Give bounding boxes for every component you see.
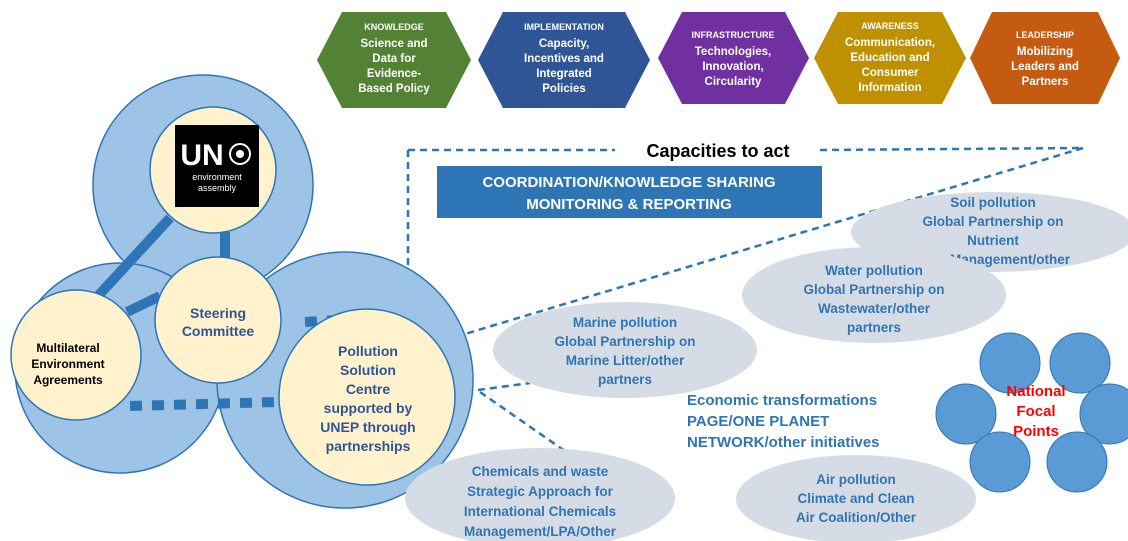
coordination-box: COORDINATION/KNOWLEDGE SHARING MONITORIN…	[437, 166, 822, 218]
svg-text:environment: environment	[192, 172, 242, 182]
circle-steering	[154, 256, 282, 384]
svg-text:Economic transformations: Economic transformations	[687, 392, 877, 409]
svg-text:Capacity,: Capacity,	[539, 38, 589, 50]
svg-text:Technologies,: Technologies,	[695, 46, 771, 58]
svg-text:Management/other: Management/other	[950, 252, 1071, 267]
focal-point-circle	[935, 383, 997, 445]
svg-text:Wastewater/other: Wastewater/other	[818, 301, 931, 316]
svg-text:Information: Information	[858, 82, 921, 94]
hex-knowledge-title: KNOWLEDGE	[364, 22, 424, 32]
circle-mea	[10, 289, 142, 421]
svg-text:NETWORK/other initiatives: NETWORK/other initiatives	[687, 434, 880, 451]
svg-text:Global Partnership on: Global Partnership on	[922, 214, 1063, 229]
svg-text:Consumer: Consumer	[862, 67, 919, 79]
national-focal-points: National Focal Points	[935, 332, 1128, 493]
svg-text:Steering: Steering	[190, 305, 246, 321]
svg-text:Policies: Policies	[542, 83, 585, 95]
ellipse-air-pollution: Air pollution Climate and Clean Air Coal…	[736, 455, 976, 541]
svg-text:Focal: Focal	[1016, 403, 1055, 420]
svg-text:Marine pollution: Marine pollution	[573, 315, 677, 330]
svg-text:Water pollution: Water pollution	[825, 263, 923, 278]
svg-text:Data for: Data for	[372, 53, 416, 65]
svg-text:Mobilizing: Mobilizing	[1017, 46, 1073, 58]
hexagon-awareness: AWARENESS Communication, Education and C…	[814, 12, 966, 104]
svg-text:Centre: Centre	[346, 381, 391, 397]
svg-text:Chemicals and waste: Chemicals and waste	[472, 464, 609, 479]
svg-text:Global Partnership on: Global Partnership on	[554, 334, 695, 349]
ellipse-chemicals-waste: Chemicals and waste Strategic Approach f…	[405, 448, 675, 541]
focal-point-circle	[969, 431, 1031, 493]
ellipse-water-pollution: Water pollution Global Partnership on Wa…	[742, 247, 1006, 343]
svg-text:Partners: Partners	[1022, 76, 1069, 88]
svg-text:Points: Points	[1013, 423, 1059, 440]
capacities-label: Capacities to act	[646, 141, 789, 161]
un-emblem-icon	[229, 143, 251, 165]
svg-text:Nutrient: Nutrient	[967, 233, 1019, 248]
ellipse-marine-pollution: Marine pollution Global Partnership on M…	[493, 302, 757, 398]
svg-text:Climate and Clean: Climate and Clean	[797, 491, 914, 506]
svg-text:COORDINATION/KNOWLEDGE SHARIN: COORDINATION/KNOWLEDGE SHARING	[482, 174, 775, 191]
focal-point-circle	[1049, 332, 1111, 394]
dashed-connectors	[406, 146, 1084, 460]
economic-transformations: Economic transformations PAGE/ONE PLANET…	[687, 392, 880, 451]
svg-text:Pollution: Pollution	[338, 343, 398, 359]
hexagon-leadership: LEADERSHIP Mobilizing Leaders and Partne…	[970, 12, 1120, 104]
svg-text:Air pollution: Air pollution	[816, 472, 895, 487]
svg-text:Incentives and: Incentives and	[524, 53, 604, 65]
svg-text:National: National	[1006, 383, 1065, 400]
hex-infrastructure-title: INFRASTRUCTURE	[692, 30, 775, 40]
svg-text:Environment: Environment	[31, 357, 104, 371]
focal-point-circle	[1079, 383, 1128, 445]
svg-text:MONITORING & REPORTING: MONITORING & REPORTING	[526, 196, 732, 213]
svg-text:PAGE/ONE PLANET: PAGE/ONE PLANET	[687, 413, 829, 430]
hex-implementation-title: IMPLEMENTATION	[524, 22, 604, 32]
svg-text:supported by: supported by	[324, 400, 413, 416]
pollution-solution-centre: Pollution Solution Centre supported by U…	[320, 343, 415, 454]
svg-text:Solution: Solution	[340, 362, 396, 378]
svg-text:Soil pollution: Soil pollution	[950, 195, 1035, 210]
focal-point-circle	[1046, 431, 1108, 493]
svg-text:Committee: Committee	[182, 323, 255, 339]
unea-logo-un: UN	[180, 139, 223, 172]
svg-text:assembly: assembly	[198, 183, 237, 193]
hex-awareness-title: AWARENESS	[861, 21, 919, 31]
svg-text:Global Partnership on: Global Partnership on	[803, 282, 944, 297]
svg-text:International Chemicals: International Chemicals	[464, 504, 616, 519]
svg-text:partners: partners	[598, 372, 652, 387]
multilateral-environment-agreements: Multilateral Environment Agreements	[31, 341, 104, 387]
svg-text:Management/LPA/Other: Management/LPA/Other	[464, 524, 617, 539]
svg-text:Agreements: Agreements	[33, 373, 103, 387]
svg-text:partnerships: partnerships	[326, 438, 411, 454]
svg-text:Air Coalition/Other: Air Coalition/Other	[796, 510, 917, 525]
svg-text:UNEP through: UNEP through	[320, 419, 415, 435]
hex-leadership-title: LEADERSHIP	[1016, 30, 1074, 40]
svg-text:Education and: Education and	[850, 52, 929, 64]
steering-committee: Steering Committee	[182, 305, 255, 339]
svg-text:Innovation,: Innovation,	[702, 61, 763, 73]
svg-text:Multilateral: Multilateral	[36, 341, 99, 355]
focal-point-circle	[979, 332, 1041, 394]
svg-text:Based Policy: Based Policy	[358, 83, 430, 95]
hexagon-infrastructure: INFRASTRUCTURE Technologies, Innovation,…	[658, 12, 809, 104]
svg-text:Communication,: Communication,	[845, 37, 935, 49]
svg-text:Science and: Science and	[360, 38, 427, 50]
hexagon-implementation: IMPLEMENTATION Capacity, Incentives and …	[478, 12, 650, 108]
svg-text:Integrated: Integrated	[536, 68, 592, 80]
svg-text:Evidence-: Evidence-	[367, 68, 421, 80]
svg-text:Strategic Approach for: Strategic Approach for	[467, 484, 614, 499]
hexagon-knowledge: KNOWLEDGE Science and Data for Evidence-…	[317, 12, 471, 108]
unea-logo: UN environment assembly	[175, 125, 259, 207]
svg-text:Circularity: Circularity	[705, 76, 762, 88]
svg-text:Marine Litter/other: Marine Litter/other	[566, 353, 685, 368]
circle-psc	[278, 308, 456, 486]
svg-text:Leaders and: Leaders and	[1011, 61, 1079, 73]
svg-text:partners: partners	[847, 320, 901, 335]
